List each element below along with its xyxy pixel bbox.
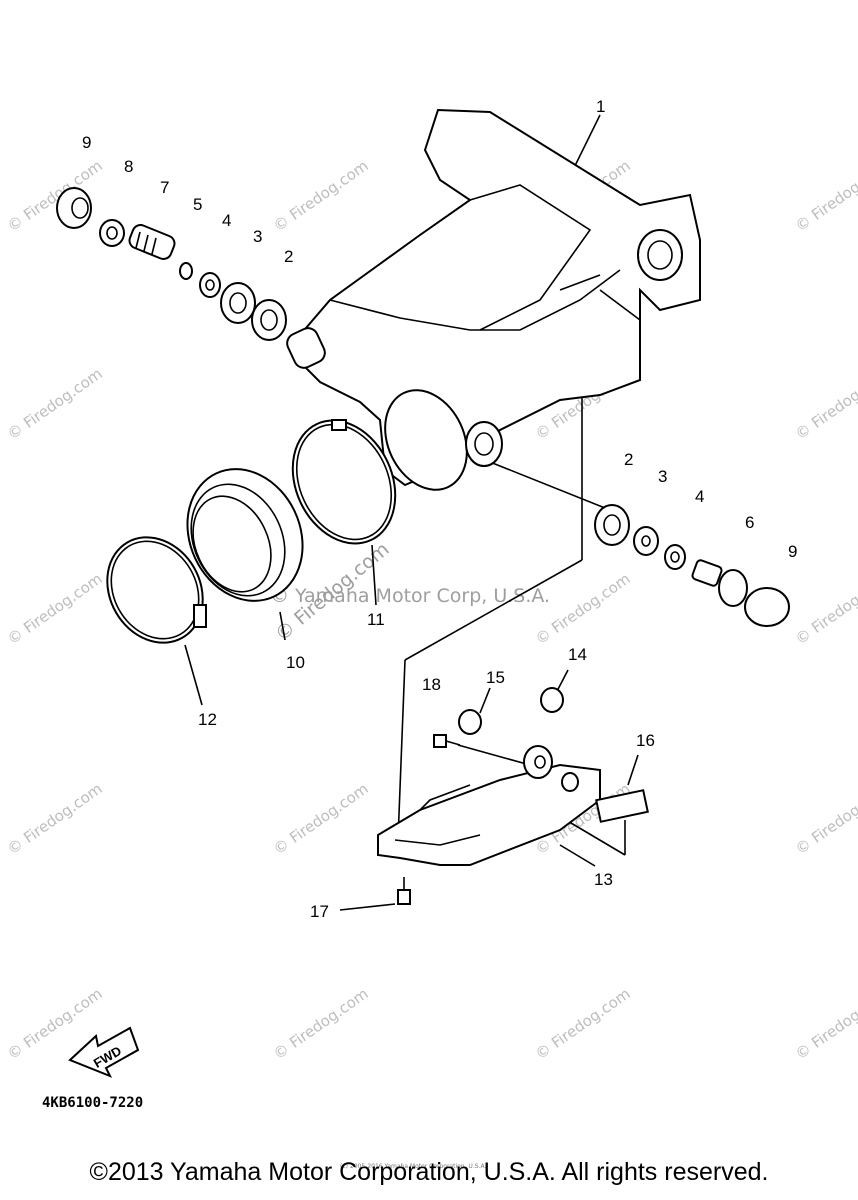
watermark: © Firedog.com [270, 780, 372, 859]
watermark: © Firedog.com [270, 985, 372, 1064]
callout-12: 12 [198, 710, 217, 729]
callout-15: 15 [486, 668, 505, 687]
left-pivot-parts [56, 187, 287, 341]
callout-3: 3 [658, 467, 667, 486]
callout-10: 10 [286, 653, 305, 672]
callout-13: 13 [594, 870, 613, 889]
watermark: © Firedog.com [270, 157, 372, 236]
watermark: © Firedog.com [792, 985, 858, 1064]
callout-9: 9 [82, 133, 91, 152]
swing-arm [286, 108, 701, 491]
boots-and-clamps [106, 419, 397, 644]
watermark: © Firedog.com [4, 157, 106, 236]
callout-16: 16 [636, 731, 655, 750]
fwd-arrow: FWD [68, 1026, 140, 1078]
callout-4: 4 [695, 487, 704, 506]
callout-2: 2 [624, 450, 633, 469]
callout-14: 14 [568, 645, 587, 664]
callout-2: 2 [284, 247, 293, 266]
callout-8: 8 [124, 157, 133, 176]
callout-6: 6 [745, 513, 754, 532]
callout-5: 5 [193, 195, 202, 214]
callout-4: 4 [222, 211, 231, 230]
callout-1: 1 [596, 97, 605, 116]
copyright-notice: ©2013 Yamaha Motor Corporation, U.S.A. A… [89, 1158, 769, 1186]
watermark: © Firedog.com [792, 157, 858, 236]
callout-9: 9 [788, 542, 797, 561]
watermark: © Firedog.com [792, 570, 858, 649]
callout-labels: 1 9 8 7 5 4 3 2 2 3 4 6 9 11 10 12 14 15… [82, 97, 797, 921]
callout-18: 18 [422, 675, 441, 694]
watermark: © Firedog.com [4, 365, 106, 444]
right-pivot-parts [594, 504, 790, 627]
watermark: © Firedog.com [4, 570, 106, 649]
diagram-reference: 4KB6100-7220 [42, 1095, 143, 1111]
watermark: © Firedog.com [532, 570, 634, 649]
center-watermark: © Yamaha Motor Corp, U.S.A. [270, 585, 550, 607]
watermark: © Firedog.com [4, 780, 106, 859]
watermark: © Firedog.com [532, 985, 634, 1064]
callout-11: 11 [367, 610, 385, 629]
small-copyright: (c) 2005-2016 Yamaha Motor Corporation, … [340, 1163, 486, 1170]
watermark: © Firedog.com [792, 365, 858, 444]
guard-assembly [377, 687, 649, 905]
callout-7: 7 [160, 178, 169, 197]
watermark: © Firedog.com [792, 780, 858, 859]
callout-3: 3 [253, 227, 262, 246]
callout-17: 17 [310, 902, 329, 921]
